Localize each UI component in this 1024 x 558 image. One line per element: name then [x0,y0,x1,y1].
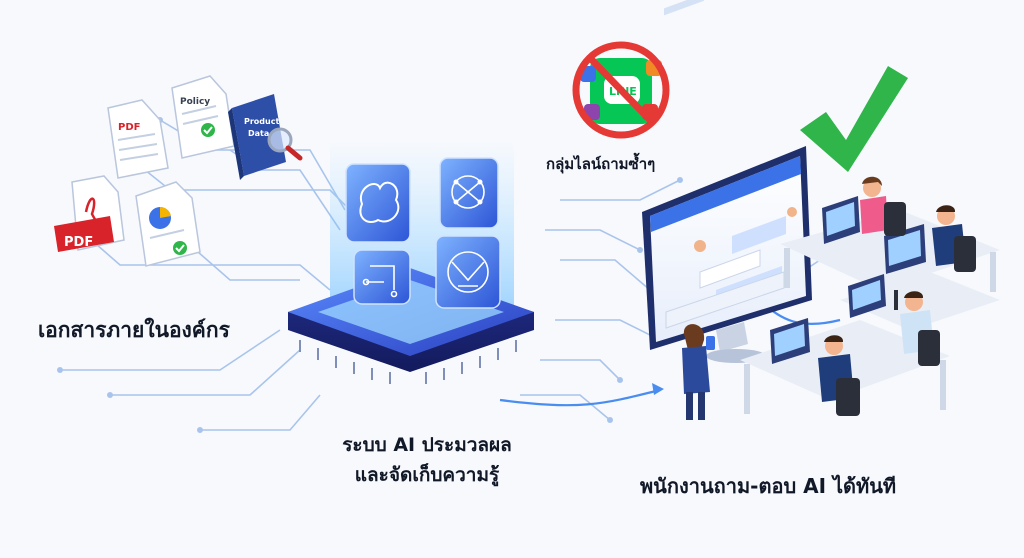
check-icon [201,123,215,137]
employees-label: พนักงานถาม-ตอบ AI ได้ทันที [640,474,897,498]
check-icon-large [800,66,908,172]
product-label-1: Product [244,117,279,126]
document-pdf-top: PDF [107,99,169,179]
office-scene [682,176,1000,420]
policy-label: Policy [180,97,210,107]
product-label-2: Data [248,129,269,138]
person-man-suit-right [932,205,966,266]
chip-pins [299,340,517,384]
pdf-label-red: PDF [64,235,93,250]
document-report [135,181,201,267]
office-chairs [836,202,976,416]
circuit-icon [353,249,411,305]
chat-bubbles [665,207,797,329]
check-icon [173,241,187,255]
network-icon [439,157,499,229]
person-woman-phone [682,324,715,420]
document-pdf-red: PDF [54,175,125,252]
person-woman-pink [860,176,888,234]
ai-system-label-line2: และจัดเก็บความรู้ [354,464,500,486]
document-product-data: Product Data [228,94,303,180]
phone-icon [706,336,715,350]
brain-icon [345,163,411,243]
circuit-traces [60,119,821,431]
line-group-label: กลุ่มไลน์ถามซ้ำๆ [546,155,656,173]
document-policy: Policy [171,75,235,159]
neural-icon [435,235,501,309]
documents-label: เอกสารภายในองค์กร [38,318,230,342]
prohibited-icon: LINE [572,41,670,139]
chat-monitor [642,0,812,363]
pdf-label-top: PDF [118,122,140,133]
search-icon [267,127,303,161]
ai-system-label-line1: ระบบ AI ประมวลผล [342,434,512,456]
desk-monitors [770,196,926,364]
ai-system-label: ระบบ AI ประมวลผล และจัดเก็บความรู้ [312,430,542,490]
